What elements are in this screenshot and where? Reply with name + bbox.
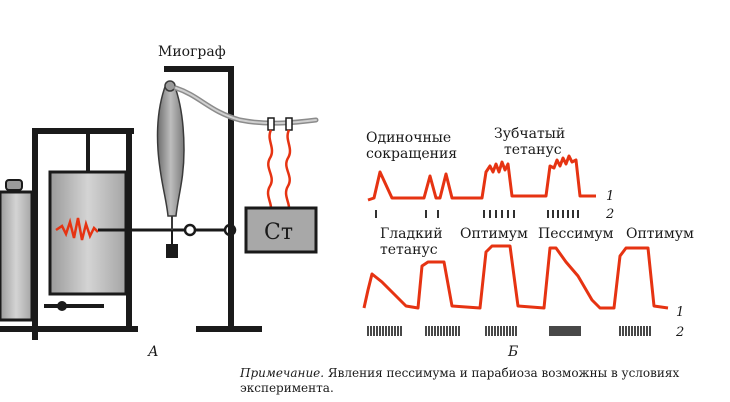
top-stimulus-number: 2 (605, 207, 614, 222)
label-single-contractions-2: сокращения (366, 146, 457, 162)
myograph-base (196, 326, 262, 332)
panel-a-letter: А (147, 344, 159, 360)
nerve-core (175, 87, 317, 125)
apparatus-base (0, 326, 138, 332)
label-pessimum: Пессимум (538, 226, 614, 242)
outer-support-post (32, 130, 38, 340)
recordings: Одиночные сокращения Зубчатый тетанус 1 … (362, 126, 694, 360)
note-caption: Примечание. Явления пессимума и парабиоз… (240, 366, 720, 396)
note-lead: Примечание. (240, 366, 325, 380)
label-single-contractions-1: Одиночные (366, 130, 451, 146)
bottom-trace-number: 1 (676, 305, 684, 320)
weight (166, 244, 178, 258)
myograph-arm (164, 66, 234, 72)
electrode-right (285, 117, 293, 131)
lever-pivot-left (183, 223, 197, 237)
base-lever (44, 304, 104, 308)
stimulator-box (244, 206, 318, 254)
bottom-stimulus-marks (367, 326, 651, 336)
bottom-stimulus-number: 2 (675, 325, 684, 340)
drum-record-trace (55, 217, 99, 241)
top-trace (367, 154, 596, 202)
muscle (156, 83, 185, 217)
myograph-column (228, 70, 234, 332)
clamp-head (78, 128, 98, 134)
top-trace-number: 1 (606, 189, 614, 204)
label-smooth-tetanus-1: Гладкий (380, 226, 443, 242)
muscle-upper-clamp (164, 80, 176, 92)
side-cylinder-cap (5, 179, 23, 191)
myograph-label: Миограф (158, 44, 226, 60)
electrode-left (267, 117, 275, 131)
stimulator-label: Ст (264, 220, 293, 245)
bottom-trace (362, 244, 669, 310)
electrode-wire-left (266, 129, 274, 213)
note-text: Явления пессимума и парабиоза возможны в… (240, 366, 680, 395)
top-stimulus-marks (375, 210, 579, 218)
panel-b-letter: Б (507, 344, 518, 360)
label-serrated-tetanus-2: тетанус (504, 142, 562, 158)
base-knob (57, 301, 67, 311)
apparatus: Миограф Ст А (0, 44, 319, 360)
clamp-post (86, 134, 90, 174)
nerve (173, 85, 319, 126)
label-smooth-tetanus-2: тетанус (380, 242, 438, 258)
electrode-wire-right (284, 129, 292, 213)
label-optimum-2: Оптимум (626, 226, 694, 242)
side-cylinder (0, 190, 34, 322)
label-optimum-1: Оптимум (460, 226, 528, 242)
label-serrated-tetanus-1: Зубчатый (494, 126, 565, 142)
